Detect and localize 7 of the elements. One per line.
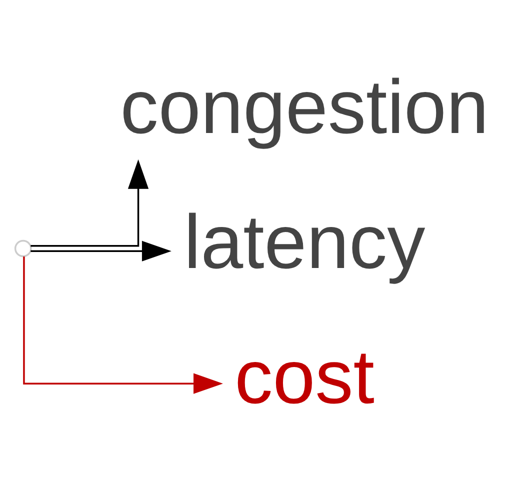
node-text: congestion — [120, 64, 489, 150]
arrow — [30, 240, 172, 261]
node-text: cost — [234, 334, 374, 420]
node-circle — [14, 239, 32, 257]
arrow — [23, 256, 223, 394]
arrow — [30, 158, 149, 246]
node-text: latency — [184, 199, 426, 284]
